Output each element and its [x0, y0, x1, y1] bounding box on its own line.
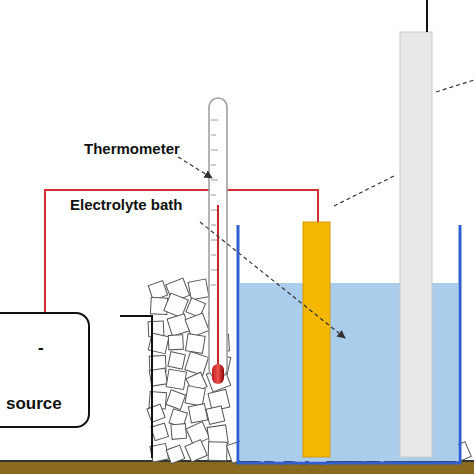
ice-cube: [167, 314, 189, 336]
power-source-box: - source: [0, 312, 90, 428]
part-label: Thermometer: [84, 140, 180, 157]
leader-line: [178, 157, 212, 178]
thermometer-scale: [211, 120, 218, 285]
ice-cube: [166, 390, 186, 410]
leader-line: [334, 176, 394, 206]
polarity-sign: -: [38, 338, 44, 358]
ice-cube: [185, 386, 205, 406]
thermometer-tube: [209, 98, 227, 378]
ice-cube: [168, 352, 185, 369]
black-wire: [426, 0, 428, 32]
ice-cube: [150, 297, 167, 314]
thermometer-bulb: [212, 364, 224, 384]
ice-cube: [171, 424, 187, 440]
leader-line: [436, 80, 474, 92]
ice-cube: [188, 279, 209, 300]
cathode-plate: [400, 32, 432, 457]
part-label: Electrolyte bath: [70, 196, 183, 213]
mercury-column: [217, 205, 219, 370]
leader-line: [200, 222, 345, 338]
source-lead: [120, 316, 152, 458]
ice-cube: [151, 423, 168, 440]
ice-cube: [168, 335, 183, 350]
ice-cube: [185, 334, 205, 354]
ice-cube: [188, 404, 207, 423]
ice-cube: [166, 445, 185, 464]
ice-cube: [206, 406, 225, 425]
source-label: source: [6, 394, 62, 414]
ice-cube: [185, 440, 207, 462]
ice-cube: [166, 369, 186, 389]
ice-cube: [147, 404, 165, 422]
anode-plate: [303, 222, 330, 457]
ice-cube: [208, 442, 227, 461]
ice-cube: [185, 352, 209, 376]
red-wire: [45, 190, 318, 313]
